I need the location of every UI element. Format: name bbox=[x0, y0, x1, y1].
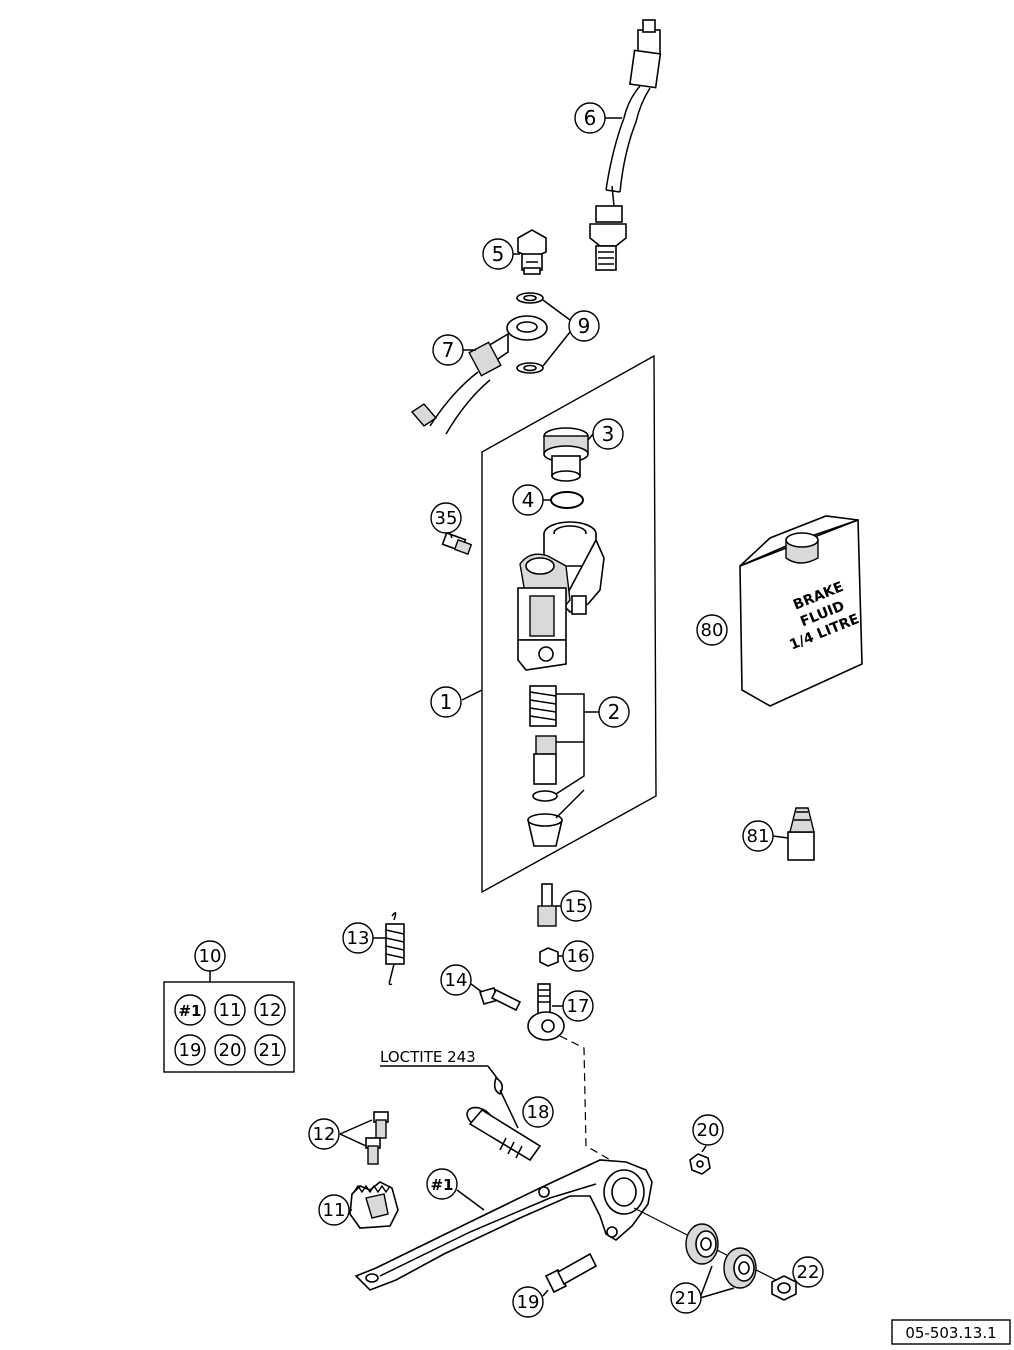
loctite-note: LOCTITE 243 bbox=[380, 1048, 519, 1129]
callout-81: 81 bbox=[742, 820, 789, 852]
svg-text:1: 1 bbox=[440, 690, 453, 714]
return-spring bbox=[385, 912, 405, 986]
svg-text:20: 20 bbox=[697, 1120, 720, 1141]
svg-text:21: 21 bbox=[259, 1040, 282, 1061]
master-cylinder-group-frame bbox=[461, 354, 657, 894]
kit-item: 11 bbox=[214, 994, 246, 1026]
svg-text:11: 11 bbox=[219, 1000, 242, 1021]
callout-22: 22 bbox=[792, 1256, 824, 1288]
brake-step-plate bbox=[349, 1181, 399, 1229]
callout-pedal: #1 bbox=[426, 1168, 485, 1211]
callouts: 6 5 9 7 3 4 bbox=[194, 102, 824, 1318]
clevis-bolt bbox=[478, 987, 522, 1012]
callout-12: 12 bbox=[308, 1118, 340, 1150]
kit-item: 20 bbox=[214, 1034, 246, 1066]
master-cylinder-body bbox=[517, 521, 605, 671]
svg-text:21: 21 bbox=[675, 1288, 698, 1309]
brake-pedal bbox=[354, 1159, 653, 1291]
svg-text:80: 80 bbox=[701, 620, 724, 641]
callout-10: 10 bbox=[194, 940, 226, 972]
callout-3: 3 bbox=[587, 418, 624, 450]
clevis bbox=[527, 983, 565, 1041]
callout-4: 4 bbox=[512, 484, 551, 516]
kit-item: 19 bbox=[174, 1034, 206, 1066]
svg-text:4: 4 bbox=[522, 488, 535, 512]
kit-item: 21 bbox=[254, 1034, 286, 1066]
diagram-code: 05-503.13.1 bbox=[905, 1324, 996, 1342]
svg-text:11: 11 bbox=[323, 1200, 346, 1221]
svg-text:6: 6 bbox=[584, 106, 597, 130]
callout-7: 7 bbox=[432, 334, 476, 366]
lock-nut bbox=[539, 947, 559, 967]
step-screws bbox=[339, 1111, 389, 1165]
small-bolt-35 bbox=[441, 531, 473, 555]
callout-15: 15 bbox=[556, 890, 592, 922]
svg-text:5: 5 bbox=[492, 242, 505, 266]
callout-18: 18 bbox=[522, 1096, 554, 1128]
svg-text:17: 17 bbox=[567, 996, 590, 1017]
callout-16: 16 bbox=[558, 940, 594, 972]
banjo-bolt bbox=[517, 229, 547, 275]
svg-text:13: 13 bbox=[347, 928, 370, 949]
kit-item: 12 bbox=[254, 994, 286, 1026]
svg-text:3: 3 bbox=[602, 422, 615, 446]
callout-35: 35 bbox=[430, 502, 462, 539]
callout-6: 6 bbox=[574, 102, 622, 134]
svg-text:#1: #1 bbox=[178, 1002, 201, 1020]
svg-text:9: 9 bbox=[578, 314, 591, 338]
svg-text:12: 12 bbox=[313, 1124, 336, 1145]
diagram-code-box: 05-503.13.1 bbox=[891, 1319, 1011, 1345]
nut-22 bbox=[771, 1275, 797, 1301]
bearings bbox=[685, 1223, 757, 1299]
svg-text:19: 19 bbox=[179, 1040, 202, 1061]
callout-80: 80 bbox=[696, 614, 728, 646]
callout-14: 14 bbox=[440, 964, 483, 996]
svg-text:2: 2 bbox=[608, 700, 621, 724]
callout-1: 1 bbox=[430, 686, 462, 718]
callout-20: 20 bbox=[692, 1114, 724, 1146]
stop-bolt bbox=[544, 1252, 598, 1294]
svg-text:#1: #1 bbox=[430, 1176, 453, 1194]
reservoir-cap bbox=[543, 427, 589, 482]
kit-item: #1 bbox=[174, 994, 206, 1026]
pivot-bolt bbox=[466, 1106, 542, 1162]
push-rod bbox=[537, 883, 557, 927]
brake-light-switch-cable bbox=[589, 19, 662, 271]
brake-hose bbox=[410, 315, 548, 435]
callout-11: 11 bbox=[318, 1194, 352, 1226]
grease-tube bbox=[787, 807, 815, 861]
callout-17: 17 bbox=[552, 990, 594, 1022]
svg-text:19: 19 bbox=[517, 1292, 540, 1313]
svg-text:16: 16 bbox=[567, 946, 590, 967]
svg-text:35: 35 bbox=[435, 508, 458, 529]
o-ring bbox=[550, 491, 584, 509]
sealing-washers bbox=[516, 292, 544, 374]
callout-9: 9 bbox=[542, 299, 600, 367]
svg-text:12: 12 bbox=[259, 1000, 282, 1021]
loctite-label: LOCTITE 243 bbox=[380, 1048, 476, 1066]
svg-text:81: 81 bbox=[747, 826, 770, 847]
svg-text:20: 20 bbox=[219, 1040, 242, 1061]
brake-fluid-bottle: BRAKE FLUID 1/4 LITRE bbox=[739, 515, 863, 707]
svg-text:18: 18 bbox=[527, 1102, 550, 1123]
svg-text:7: 7 bbox=[442, 338, 455, 362]
kit-box-items: #1 11 12 19 20 21 bbox=[174, 994, 286, 1066]
assembly-path-line bbox=[559, 1035, 629, 1171]
callout-5: 5 bbox=[482, 238, 520, 270]
callout-13: 13 bbox=[342, 922, 386, 954]
callout-19: 19 bbox=[512, 1286, 549, 1318]
piston-kit bbox=[527, 685, 600, 847]
callout-2: 2 bbox=[598, 696, 630, 728]
svg-text:15: 15 bbox=[565, 896, 588, 917]
svg-text:22: 22 bbox=[797, 1262, 820, 1283]
nut-20 bbox=[689, 1145, 711, 1175]
callout-21: 21 bbox=[670, 1282, 702, 1314]
svg-text:10: 10 bbox=[199, 946, 222, 967]
svg-text:14: 14 bbox=[445, 970, 468, 991]
